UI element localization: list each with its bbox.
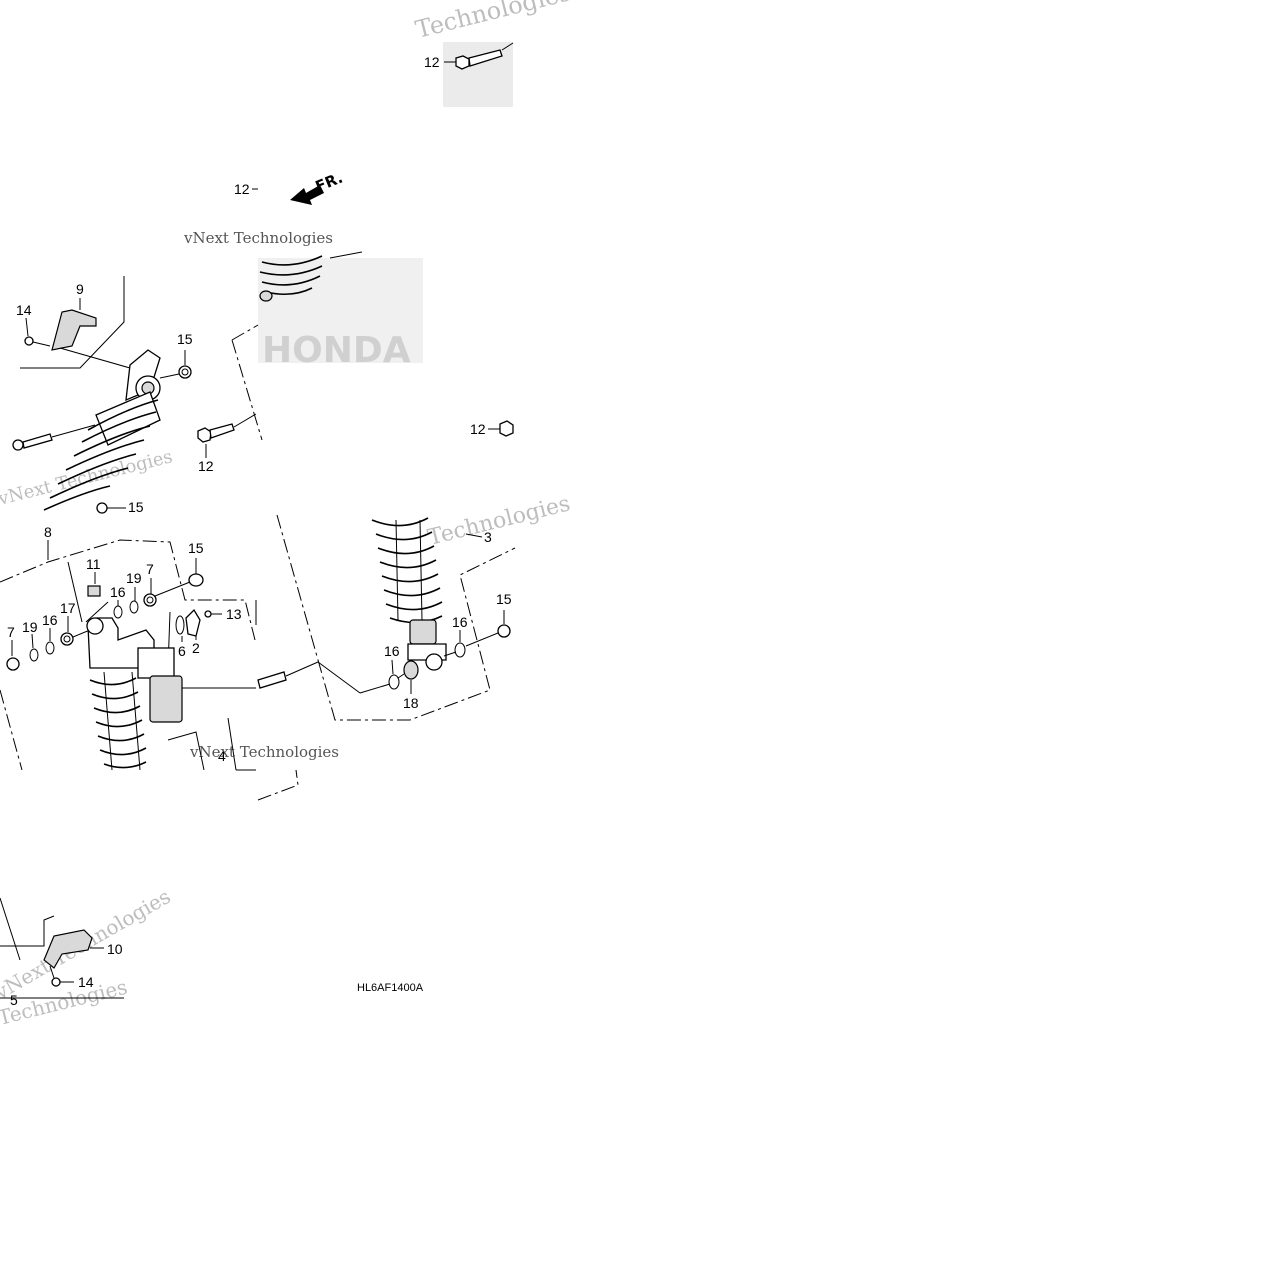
callout-label: 17 (60, 600, 76, 616)
callout-label: 12 (470, 421, 486, 437)
callout-label: 3 (484, 529, 492, 545)
callout-label: 2 (192, 640, 200, 656)
callout-label: 19 (126, 570, 142, 586)
diagram-code: HL6AF1400A (357, 982, 424, 994)
callout-label: 5 (10, 992, 18, 1008)
callout-label: 16 (42, 612, 58, 628)
callout-labels: 12 12 12 12 9 14 15 15 15 15 8 11 19 7 1… (7, 54, 512, 1008)
callout-label: 6 (178, 643, 186, 659)
callout-label: 13 (226, 606, 242, 622)
callout-label: 19 (22, 619, 38, 635)
dotted-logo-area: HONDA (258, 42, 513, 371)
watermark-text: vNext Technologies (0, 446, 175, 510)
front-direction-arrow: FR. (252, 169, 345, 205)
assembly-outline-left (0, 539, 256, 771)
callout-label: 15 (177, 331, 193, 347)
callout-label: 15 (188, 540, 204, 556)
bolt-center (197, 413, 257, 458)
callout-label: 15 (128, 499, 144, 515)
watermark-text: vNext Technologies (189, 743, 339, 761)
callout-label: 10 (107, 941, 123, 957)
upper-left-shock (12, 276, 192, 514)
callout-label: 8 (44, 524, 52, 540)
lower-left-guard (0, 897, 124, 999)
rear-shock-right (257, 517, 511, 694)
callout-label: 12 (198, 458, 214, 474)
callout-label: 7 (146, 561, 154, 577)
callout-label: 9 (76, 281, 84, 297)
callout-label: 14 (16, 302, 32, 318)
assembly-outline-right (231, 324, 516, 721)
callout-label: 4 (218, 748, 226, 764)
callout-label: 16 (110, 584, 126, 600)
front-direction-label: FR. (313, 169, 346, 196)
rear-shock-left (6, 558, 299, 801)
callout-label: 15 (496, 591, 512, 607)
callout-label: 16 (452, 614, 468, 630)
upper-spring-fragment (259, 251, 363, 302)
callout-label: 12 (424, 54, 440, 70)
callout-label: 14 (78, 974, 94, 990)
callout-label: 12 (234, 181, 250, 197)
nut-right (488, 420, 514, 437)
svg-text:HONDA: HONDA (262, 330, 411, 371)
bolt-top (444, 42, 514, 70)
callout-label: 7 (7, 624, 15, 640)
callout-label: 18 (403, 695, 419, 711)
watermark-text: Technologies (413, 0, 574, 44)
callout-label: 11 (86, 556, 101, 572)
callout-label: 16 (384, 643, 400, 659)
watermark-text: vNext Technologies (183, 229, 333, 247)
watermarks: Technologies vNext Technologies vNext Te… (0, 0, 574, 1030)
watermark-text: Technologies (425, 491, 572, 550)
